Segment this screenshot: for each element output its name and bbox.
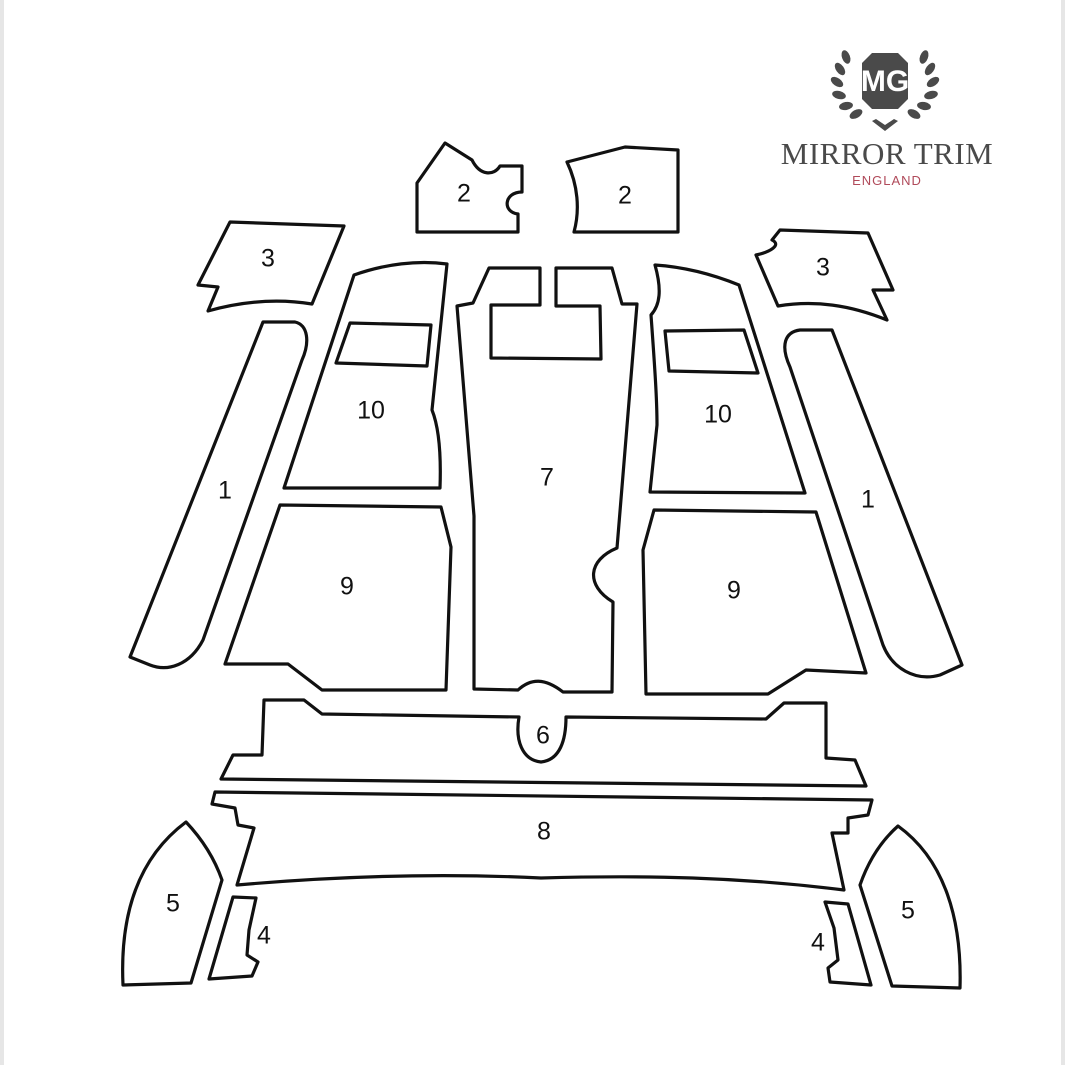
piece-label: 5	[166, 890, 180, 918]
piece-label: 2	[618, 182, 632, 210]
piece-10-left: 10	[282, 260, 449, 490]
piece-3-left: 3	[196, 220, 346, 313]
logo-monogram: MG	[861, 65, 909, 98]
laurel-wreath-icon	[830, 50, 940, 131]
piece-label: 3	[816, 254, 830, 282]
piece-label: 10	[357, 397, 385, 425]
piece-9-right: 9	[641, 508, 868, 696]
piece-label: 6	[536, 722, 550, 750]
piece-1-left: 1	[128, 320, 309, 670]
brand-name: MIRROR TRIM	[780, 136, 994, 171]
piece-10-right: 10	[648, 263, 807, 495]
piece-5-right: 5	[858, 824, 962, 990]
mg-laurel-logo: MG	[830, 50, 940, 131]
piece-label: 1	[861, 486, 875, 514]
piece-9-left: 9	[223, 503, 453, 692]
piece-label: 9	[340, 573, 354, 601]
piece-label: 4	[811, 929, 825, 957]
piece-label: 9	[727, 577, 741, 605]
piece-2-left: 2	[415, 141, 524, 234]
piece-2-right: 2	[565, 145, 680, 234]
piece-5-left: 5	[121, 820, 224, 987]
piece-label: 8	[537, 818, 551, 846]
piece-1-right: 1	[783, 328, 964, 679]
piece-label: 2	[457, 180, 471, 208]
piece-label: 7	[540, 464, 554, 492]
piece-4-right: 4	[811, 900, 873, 987]
piece-8: 8	[210, 790, 874, 892]
piece-label: 3	[261, 245, 275, 273]
piece-3-right: 3	[754, 228, 895, 322]
piece-label: 5	[901, 897, 915, 925]
piece-label: 4	[257, 922, 271, 950]
brand-location: ENGLAND	[852, 173, 922, 188]
piece-7: 7	[455, 266, 639, 694]
mg-octagon-badge: MG	[861, 53, 909, 109]
piece-label: 10	[704, 401, 732, 429]
piece-label: 1	[218, 477, 232, 505]
piece-6: 6	[219, 698, 868, 788]
piece-4-left: 4	[207, 895, 271, 981]
